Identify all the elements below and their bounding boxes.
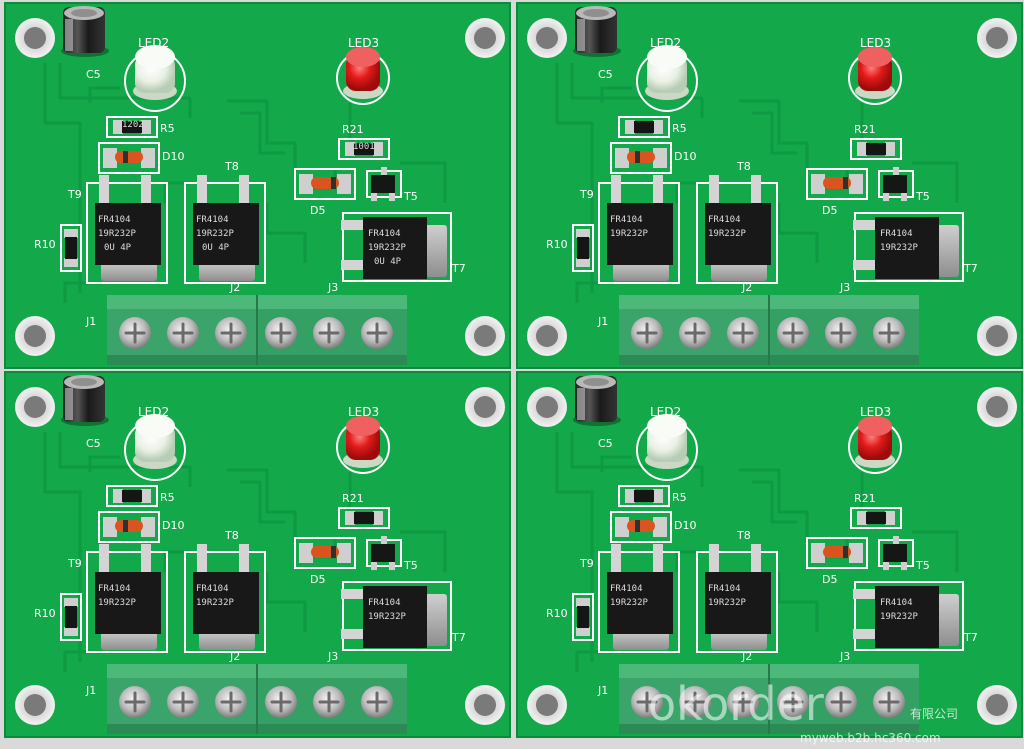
label-t5: T5 (403, 190, 418, 203)
label-led3: LED3 (348, 405, 379, 419)
label-led2: LED2 (138, 405, 169, 419)
watermark: okorder 有限公司 myweb.b2b.hc360.com (648, 677, 958, 745)
mosfet-t9-line1: FR4104 (610, 215, 643, 225)
mosfet-t8-line1: FR4104 (196, 584, 229, 594)
label-j2: J2 (229, 281, 240, 294)
label-d10: D10 (674, 150, 696, 163)
mosfet-t7-line1: FR4104 (368, 229, 401, 239)
mosfet-t9-line2: 19R232P (98, 229, 137, 239)
silkscreen-module-3: LED2 LED3 C5 R5 R21 D10 D5 T8 T9 T5 T7 R… (34, 405, 466, 697)
mosfet-t8-line1: FR4104 (196, 215, 229, 225)
mosfet-t8-line2: 19R232P (708, 229, 747, 239)
mosfet-t8-line2: 19R232P (708, 598, 747, 608)
label-j3: J3 (839, 281, 850, 294)
label-j1: J1 (597, 315, 608, 328)
label-c5: C5 (86, 68, 101, 81)
mosfet-t7-line2: 19R232P (368, 612, 407, 622)
label-led3: LED3 (860, 36, 891, 50)
label-t7: T7 (451, 631, 466, 644)
label-j1: J1 (597, 684, 608, 697)
label-j3: J3 (327, 650, 338, 663)
watermark-text: 有限公司 (910, 707, 958, 721)
mosfet-t9-line1: FR4104 (98, 584, 131, 594)
silkscreen-module-4: LED2 LED3 C5 R5 R21 D10 D5 T8 T9 T5 T7 R… (546, 405, 978, 697)
label-r5: R5 (672, 122, 687, 135)
mosfet-t7-line2: 19R232P (368, 243, 407, 253)
watermark-brand: okorder (648, 677, 824, 731)
label-j1: J1 (85, 315, 96, 328)
mosfet-t9-line2: 19R232P (98, 598, 137, 608)
mosfet-t9-line1: FR4104 (98, 215, 131, 225)
label-t9: T9 (579, 188, 594, 201)
label-r5: R5 (160, 491, 175, 504)
mosfet-t9-line2: 19R232P (610, 229, 649, 239)
mosfet-t7-line1: FR4104 (368, 598, 401, 608)
label-t8: T8 (224, 160, 239, 173)
mosfet-t7-line1: FR4104 (880, 598, 913, 608)
label-r10: R10 (546, 238, 568, 251)
label-led2: LED2 (650, 36, 681, 50)
label-led3: LED3 (860, 405, 891, 419)
label-r10: R10 (546, 607, 568, 620)
mosfet-t8-line3: 0U 4P (202, 243, 230, 253)
label-led2: LED2 (138, 36, 169, 50)
label-t7: T7 (451, 262, 466, 275)
label-d10: D10 (674, 519, 696, 532)
label-j3: J3 (327, 281, 338, 294)
label-d5: D5 (822, 204, 837, 217)
mosfet-t8-line1: FR4104 (708, 584, 741, 594)
label-c5: C5 (86, 437, 101, 450)
mosfet-t7-line1: FR4104 (880, 229, 913, 239)
mosfet-t9-line2: 19R232P (610, 598, 649, 608)
silkscreen-module-1: LED2 LED3 C5 R5 R21 D10 D5 T8 T9 T5 T7 R… (34, 36, 466, 328)
label-d5: D5 (310, 204, 325, 217)
mosfet-t8-line2: 19R232P (196, 598, 235, 608)
mosfet-t9-line1: FR4104 (610, 584, 643, 594)
label-r21: R21 (342, 492, 364, 505)
label-j2: J2 (229, 650, 240, 663)
label-t7: T7 (963, 262, 978, 275)
label-t8: T8 (224, 529, 239, 542)
code-r5: 1202 (122, 120, 144, 130)
label-j1: J1 (85, 684, 96, 697)
label-t7: T7 (963, 631, 978, 644)
label-t9: T9 (67, 557, 82, 570)
label-r21: R21 (854, 123, 876, 136)
mosfet-t7-line2: 19R232P (880, 243, 919, 253)
mosfet-t9-line3: 0U 4P (104, 243, 132, 253)
label-d5: D5 (822, 573, 837, 586)
label-r5: R5 (160, 122, 175, 135)
label-led2: LED2 (650, 405, 681, 419)
label-j2: J2 (741, 281, 752, 294)
label-r10: R10 (34, 607, 56, 620)
mosfet-t7-line3: 0U 4P (374, 257, 402, 267)
label-d10: D10 (162, 519, 184, 532)
label-t8: T8 (736, 529, 751, 542)
label-r21: R21 (854, 492, 876, 505)
silkscreen-module-2: LED2 LED3 C5 R5 R21 D10 D5 T8 T9 T5 T7 R… (546, 36, 978, 328)
label-d5: D5 (310, 573, 325, 586)
mosfet-t7-line2: 19R232P (880, 612, 919, 622)
label-c5: C5 (598, 68, 613, 81)
label-t9: T9 (579, 557, 594, 570)
mosfet-t8-line2: 19R232P (196, 229, 235, 239)
label-t5: T5 (915, 190, 930, 203)
label-led3: LED3 (348, 36, 379, 50)
mosfet-t8-line1: FR4104 (708, 215, 741, 225)
label-j3: J3 (839, 650, 850, 663)
watermark-url: myweb.b2b.hc360.com (800, 731, 941, 745)
label-j2: J2 (741, 650, 752, 663)
label-t5: T5 (403, 559, 418, 572)
label-d10: D10 (162, 150, 184, 163)
label-r5: R5 (672, 491, 687, 504)
label-r10: R10 (34, 238, 56, 251)
label-r21: R21 (342, 123, 364, 136)
code-r21: 1001 (353, 142, 375, 152)
label-t9: T9 (67, 188, 82, 201)
label-c5: C5 (598, 437, 613, 450)
label-t8: T8 (736, 160, 751, 173)
label-t5: T5 (915, 559, 930, 572)
